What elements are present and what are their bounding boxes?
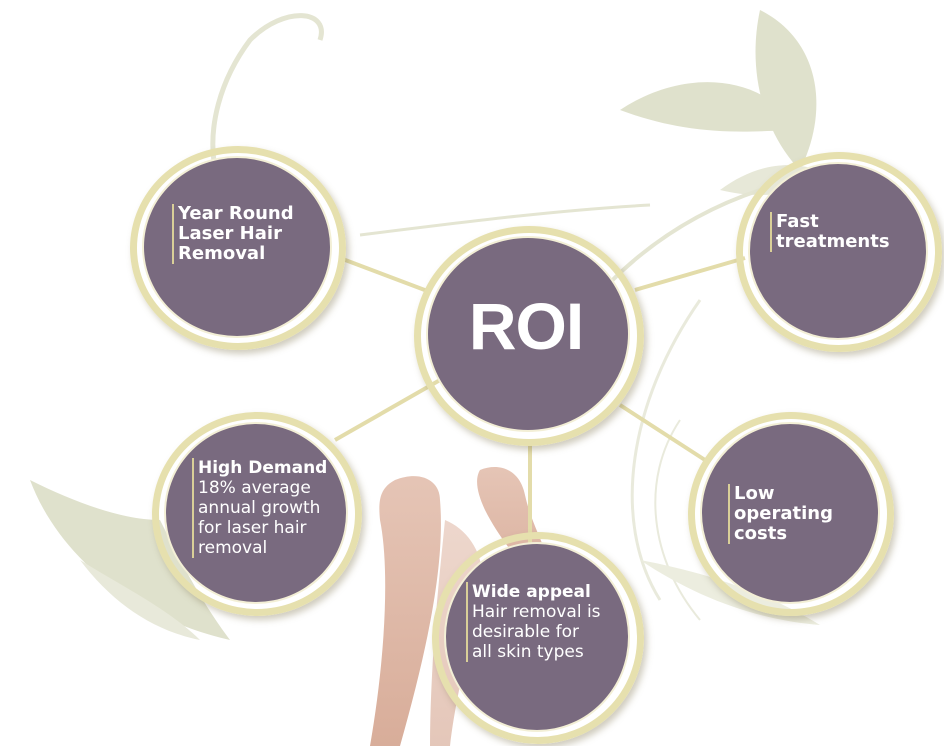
node-title-line: costs [734,523,788,544]
node-disc [164,422,348,604]
node-low-operating-costs: Low operating costs [688,412,894,616]
node-title-line: operating [734,503,833,524]
leaf-decoration [30,480,230,640]
legs-image [370,476,441,746]
node-disc [444,542,630,732]
leaf-decoration [620,82,800,132]
connector-line [339,256,431,294]
node-text: Fast treatments [770,212,916,252]
roi-ring [414,226,644,446]
node-title-line: Wide appeal [472,582,591,602]
node-body-line: annual growth [198,498,321,518]
node-ring [432,532,644,744]
roi-label: ROI [468,289,584,363]
node-ring [688,412,894,616]
node-title-line: Fast [776,211,819,232]
node-title-line: Laser Hair [178,223,282,244]
node-body-line: desirable for [472,622,579,642]
node-text: Year Round Laser Hair Removal [172,204,328,264]
leaf-decoration [755,10,817,170]
roi-center-node: ROI [414,226,644,446]
node-high-demand: High Demand 18% average annual growth fo… [152,412,362,616]
node-body-line: removal [198,538,268,558]
node-body-line: for laser hair [198,518,307,538]
vine-decoration [654,419,701,621]
node-year-round: Year Round Laser Hair Removal [130,146,346,350]
node-body-line: 18% average [198,478,311,498]
connector-line [334,378,441,442]
node-title-line: Removal [178,243,266,264]
connector-line [618,403,707,462]
node-text: Wide appeal Hair removal is desirable fo… [466,582,640,662]
node-disc [748,162,928,340]
vine-decoration [630,299,702,601]
node-title-line: High Demand [198,458,328,478]
node-ring [152,412,362,616]
node-body-line: all skin types [472,642,584,662]
node-title-line: treatments [776,231,890,252]
node-title-line: Year Round [178,203,294,224]
node-text: Low operating costs [728,484,874,544]
node-ring [130,146,346,350]
node-title-line: Low [734,483,775,504]
leaf-decoration [80,560,200,640]
node-ring [736,152,942,352]
roi-disc [426,236,630,432]
connector-line [634,256,746,292]
node-fast-treatments: Fast treatments [736,152,942,352]
node-disc [700,422,880,604]
swirl-decoration [359,203,651,237]
node-text: High Demand 18% average annual growth fo… [192,458,358,558]
node-wide-appeal: Wide appeal Hair removal is desirable fo… [432,532,644,744]
node-body-line: Hair removal is [472,602,601,622]
